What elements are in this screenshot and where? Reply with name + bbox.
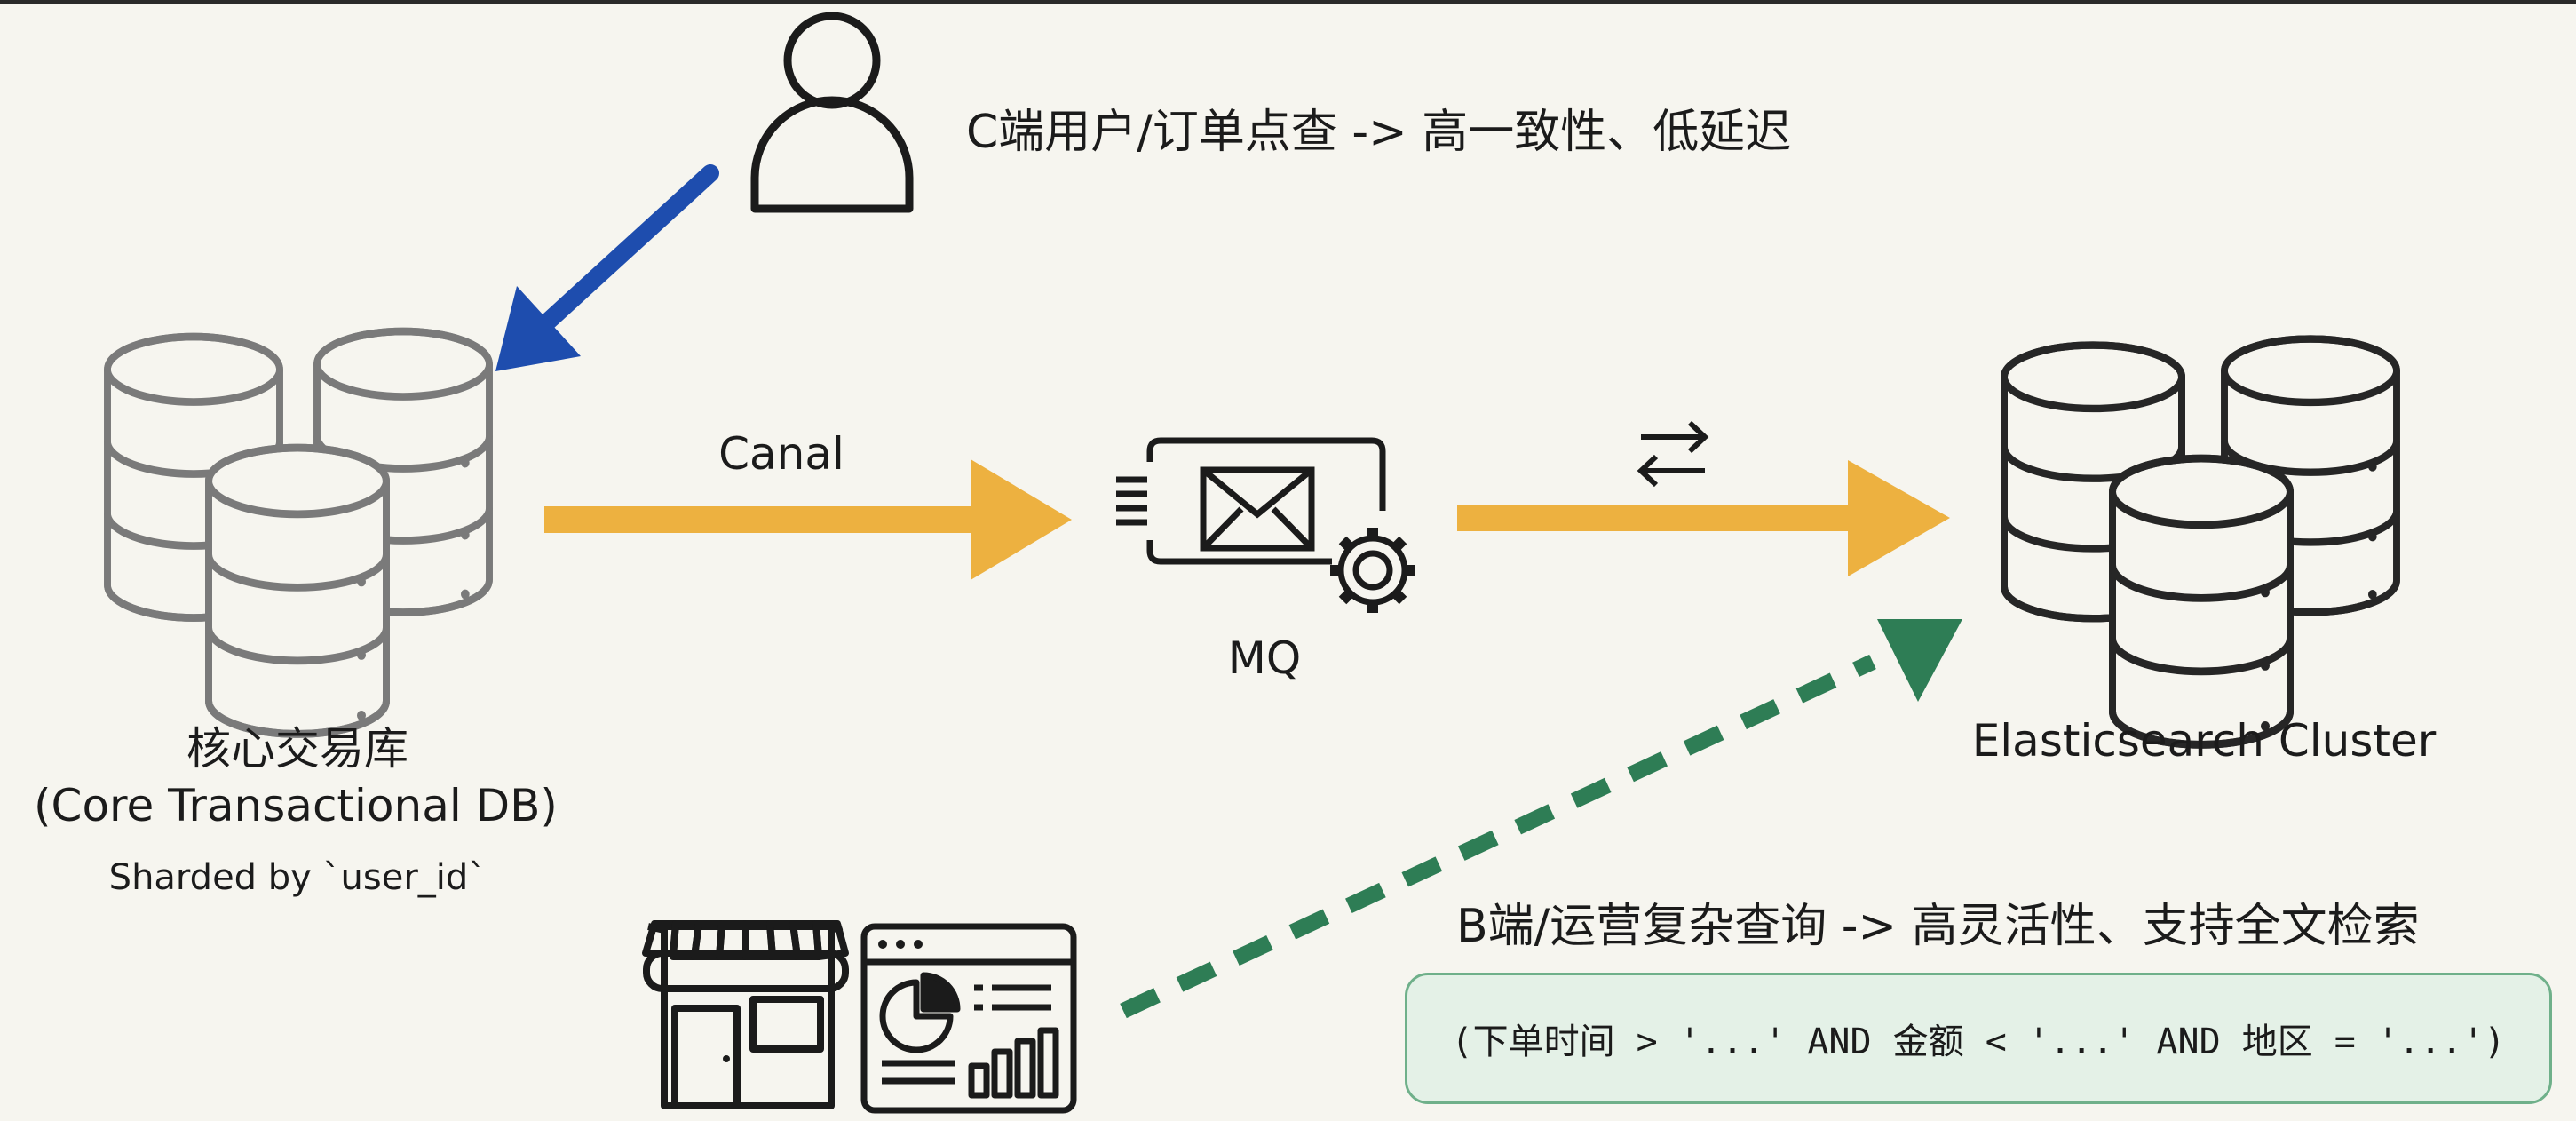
user-to-db-arrow	[495, 164, 719, 371]
query-example-text: (下单时间 > '...' AND 金额 < '...' AND 地区 = '.…	[1451, 1022, 2506, 1062]
elasticsearch-cluster-icon	[2004, 339, 2397, 745]
message-queue-icon	[1116, 437, 1415, 613]
mq-to-es-arrow	[1457, 460, 1950, 576]
query-arrow	[1120, 619, 1962, 1019]
core-db-cluster-icon	[107, 331, 489, 734]
core-db-name-cn: 核心交易库	[186, 723, 408, 775]
es-cluster-name: Elasticsearch Cluster	[1971, 715, 2437, 767]
query-example-box: (下单时间 > '...' AND 金额 < '...' AND 地区 = '.…	[1405, 973, 2552, 1104]
canal-label: Canal	[718, 428, 844, 480]
canal-arrow	[544, 459, 1072, 580]
bidirectional-arrows-icon	[1637, 420, 1709, 488]
consumer-label: C端用户/订单点查 -> 高一致性、低延迟	[966, 106, 1792, 159]
storefront-icon	[642, 920, 849, 1109]
mq-label: MQ	[1227, 632, 1302, 684]
core-db-name-en: (Core Transactional DB)	[34, 780, 558, 831]
user-icon	[750, 12, 914, 213]
core-db-sharding: Sharded by `user_id`	[108, 857, 487, 898]
top-border	[0, 0, 2576, 4]
dashboard-icon	[860, 923, 1077, 1114]
business-label: B端/运营复杂查询 -> 高灵活性、支持全文检索	[1456, 900, 2420, 953]
